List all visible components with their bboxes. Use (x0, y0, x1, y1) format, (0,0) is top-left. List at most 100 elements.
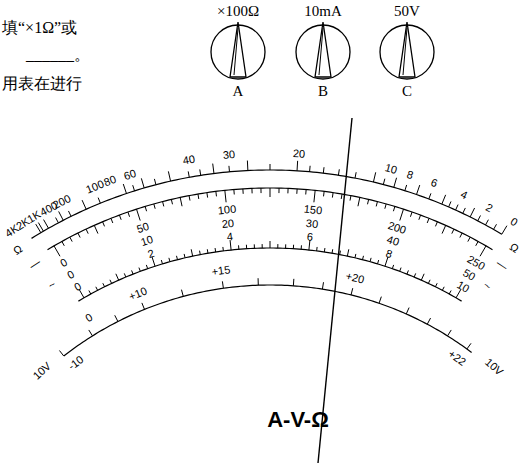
scale-number: 10 (139, 234, 154, 248)
scale-tick (139, 268, 140, 272)
scale-tick (246, 245, 247, 249)
scale-tick (406, 308, 409, 314)
scale-number: 0 (72, 280, 83, 293)
scale-tick (316, 247, 318, 251)
range-label: 10mA (304, 2, 342, 20)
scale-tick (324, 248, 326, 252)
scale-number: 20 (292, 148, 305, 160)
scale-number: 10V (483, 356, 505, 377)
scale-tick (322, 282, 323, 289)
scale-number: — (495, 258, 510, 273)
scale-tick (225, 190, 226, 202)
scale-tick (456, 205, 458, 210)
scale-number: 2 (146, 248, 155, 260)
scale-tick (215, 248, 217, 252)
scale-tick (293, 279, 294, 286)
scale-number: 0 (59, 257, 70, 270)
scale-tick (228, 166, 230, 172)
scale-arc (64, 285, 472, 356)
scale-number: +20 (345, 271, 366, 286)
scale-tick (168, 171, 170, 181)
scale-tick (277, 244, 278, 248)
scale-number: 0 (66, 269, 77, 282)
scale-tick (96, 287, 98, 291)
scale-tick (376, 202, 377, 207)
scale-tick (233, 190, 234, 195)
scale-tick (146, 265, 147, 269)
scale-tick (141, 178, 144, 188)
scale-tick (161, 260, 162, 264)
scale-tick (251, 188, 252, 193)
scale-number: 8 (384, 248, 393, 260)
scale-tick (442, 195, 446, 204)
scale-tick (285, 244, 286, 248)
scale-tick (460, 233, 462, 237)
scale-tick (103, 222, 105, 227)
scale-tick (419, 215, 421, 220)
scale-tick (470, 208, 474, 217)
scale-tick (260, 188, 261, 193)
scale-tick (154, 204, 155, 209)
scale-tick (476, 241, 478, 245)
scale-tick (421, 274, 424, 280)
scale-tick (154, 179, 156, 185)
scale-tick (362, 256, 364, 260)
scale-tick (448, 330, 452, 336)
scale-tick (373, 172, 375, 182)
scale-number: 4 (226, 231, 233, 243)
scale-tick (323, 191, 325, 196)
scale-tick (82, 200, 86, 209)
scale-tick (171, 199, 172, 204)
selector-knob: ×100ΩA (201, 2, 275, 100)
range-label: 50V (394, 2, 420, 20)
scale-tick (68, 211, 71, 216)
scale-tick (368, 199, 369, 204)
scale-tick (98, 198, 100, 204)
scale-tick (442, 225, 446, 233)
scale-tick (238, 245, 239, 249)
scale-number: +22 (446, 348, 468, 368)
scale-number: 20 (222, 218, 235, 230)
scale-tick (405, 185, 407, 191)
scale-number: Ω (11, 243, 24, 257)
scale-arc (48, 188, 493, 250)
scale-tick (410, 212, 412, 217)
scale-number: +10 (127, 285, 148, 302)
scale-tick (370, 258, 371, 262)
scale-number: 10 (384, 162, 399, 176)
scale-number: -10 (67, 354, 86, 372)
scale-tick (70, 237, 72, 241)
question-text: 填“×1Ω”或 (2, 20, 77, 36)
scale-tick (59, 211, 64, 220)
scale-tick (400, 268, 401, 272)
scale-number: Ω (507, 241, 520, 255)
scale-tick (341, 194, 343, 199)
scale-tick (169, 258, 170, 262)
scale-number: 30 (223, 149, 236, 161)
scale-tick (213, 164, 214, 174)
scale-tick (262, 244, 263, 248)
scale-tick (133, 185, 135, 191)
scale-number: 0 (83, 312, 94, 325)
scale-tick (452, 229, 454, 234)
scale-number: 6 (307, 231, 314, 243)
scale-tick (222, 281, 224, 288)
scale-tick (199, 251, 201, 255)
scale-tick (54, 246, 60, 256)
scale-tick (103, 283, 105, 287)
scale-number: 10V (31, 360, 53, 381)
scale-tick (115, 315, 118, 321)
scale-tick (191, 249, 192, 256)
scale-tick (137, 209, 141, 220)
scale-tick (254, 244, 255, 248)
scale-tick (188, 171, 189, 177)
knob-letter: A (233, 82, 244, 100)
scale-number: ~ (481, 280, 492, 293)
scale-tick (278, 188, 279, 193)
scale-tick (163, 202, 164, 207)
scale-tick (145, 206, 146, 211)
scale-tick (247, 161, 248, 171)
scale-number: 2 (484, 201, 495, 214)
